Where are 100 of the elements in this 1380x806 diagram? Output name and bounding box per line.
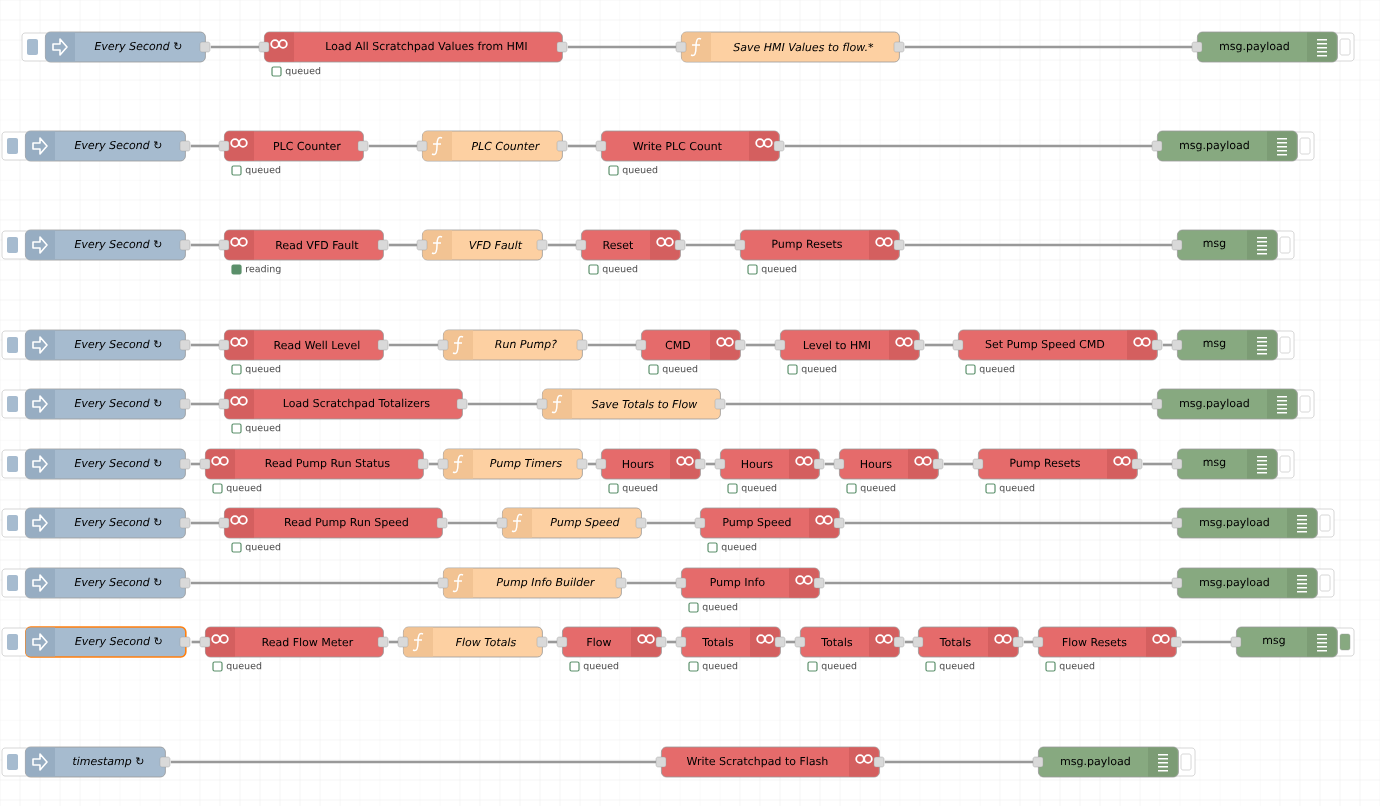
modbus-node: Reset [575,229,686,261]
function-node: Pump Info Builder [437,567,627,599]
connector [447,521,497,525]
status-label: queued [569,661,619,672]
status-label: queued [787,364,837,375]
connector [884,760,1033,764]
connector [190,402,219,406]
connector [190,581,438,585]
status-label: queued [588,264,638,275]
connector [784,144,1152,148]
inject-node: Every Second ↻ [1,388,191,420]
connector [705,462,715,466]
modbus-node: Read Well Level [218,329,389,361]
debug-node: msg [1230,626,1355,658]
status-label: queued [965,364,1015,375]
connector [567,144,596,148]
status-label: queued [747,264,797,275]
status-label: queued [231,364,281,375]
connector [725,402,1152,406]
connector [904,640,913,644]
function-node: Pump Timers [437,448,588,480]
modbus-node: Flow Resets [1032,626,1182,658]
modbus-node: Hours [833,448,944,480]
connector [904,243,1172,247]
debug-node: msg.payload [1151,130,1315,162]
connector [1142,462,1172,466]
debug-node: msg [1171,329,1295,361]
modbus-node: Read VFD Fault [218,229,389,261]
connector [190,343,219,347]
connector [190,243,219,247]
modbus-node: Read Flow Meter [199,626,389,658]
function-node: Pump Speed [496,507,647,539]
status-label: queued [231,542,281,553]
status-label: queued [807,661,857,672]
status-label: reading [231,264,281,275]
connector [824,581,1172,585]
connector [388,343,438,347]
modbus-node: Level to HMI [774,329,925,361]
connector [190,144,219,148]
function-node: PLC Counter [416,130,568,162]
debug-node: msg.payload [1171,507,1335,539]
inject-node: Every Second ↻ [21,31,211,63]
status-label: queued [231,165,281,176]
modbus-node: Hours [595,448,706,480]
connector [685,243,735,247]
connector [924,343,953,347]
status-label: queued [727,483,777,494]
modbus-node: Pump Resets [734,229,905,261]
connector [904,45,1192,49]
status-label: queued [925,661,975,672]
debug-node: msg.payload [1171,567,1335,599]
status-label: queued [707,542,757,553]
connector [943,462,973,466]
debug-node: msg [1171,229,1295,261]
connector [428,462,438,466]
connector [1162,343,1172,347]
modbus-node: Flow [556,626,667,658]
function-node: VFD Fault [416,229,548,261]
function-node: Save Totals to Flow [536,388,726,420]
debug-node: msg.payload [1032,746,1196,778]
connector [1181,640,1231,644]
function-node: Save HMI Values to flow.* [675,31,905,63]
connector [844,521,1172,525]
connector [785,640,795,644]
connector [170,760,656,764]
modbus-node: Load Scratchpad Totalizers [218,388,468,420]
inject-node: Every Second ↻ [1,567,191,599]
status-label: queued [688,661,738,672]
modbus-node: Pump Resets [972,448,1143,480]
inject-node: timestamp ↻ [1,746,171,778]
connector [368,144,417,148]
modbus-node: Read Pump Run Speed [218,507,448,539]
modbus-node: Totals [794,626,905,658]
modbus-node: Pump Info [675,567,825,599]
connector [547,640,557,644]
debug-node: msg.payload [1191,31,1355,63]
modbus-node: Read Pump Run Status [199,448,429,480]
status-label: queued [608,165,658,176]
modbus-node: Totals [675,626,786,658]
connector [666,640,676,644]
inject-node: Every Second ↻ [1,626,191,658]
connector [388,243,417,247]
connector [388,640,398,644]
status-label: queued [231,423,281,434]
modbus-node: CMD [635,329,746,361]
inject-node: Every Second ↻ [1,130,191,162]
status-label: queued [846,483,896,494]
connector [1023,640,1033,644]
connector [547,243,576,247]
modbus-node: Write Scratchpad to Flash [655,746,885,778]
connector [467,402,537,406]
status-label: queued [985,483,1035,494]
status-label: queued [1045,661,1095,672]
status-label: queued [212,661,262,672]
connector [745,343,775,347]
connector [587,343,636,347]
connector [626,581,676,585]
connector [587,462,596,466]
status-label: queued [608,483,658,494]
function-node: Run Pump? [437,329,588,361]
